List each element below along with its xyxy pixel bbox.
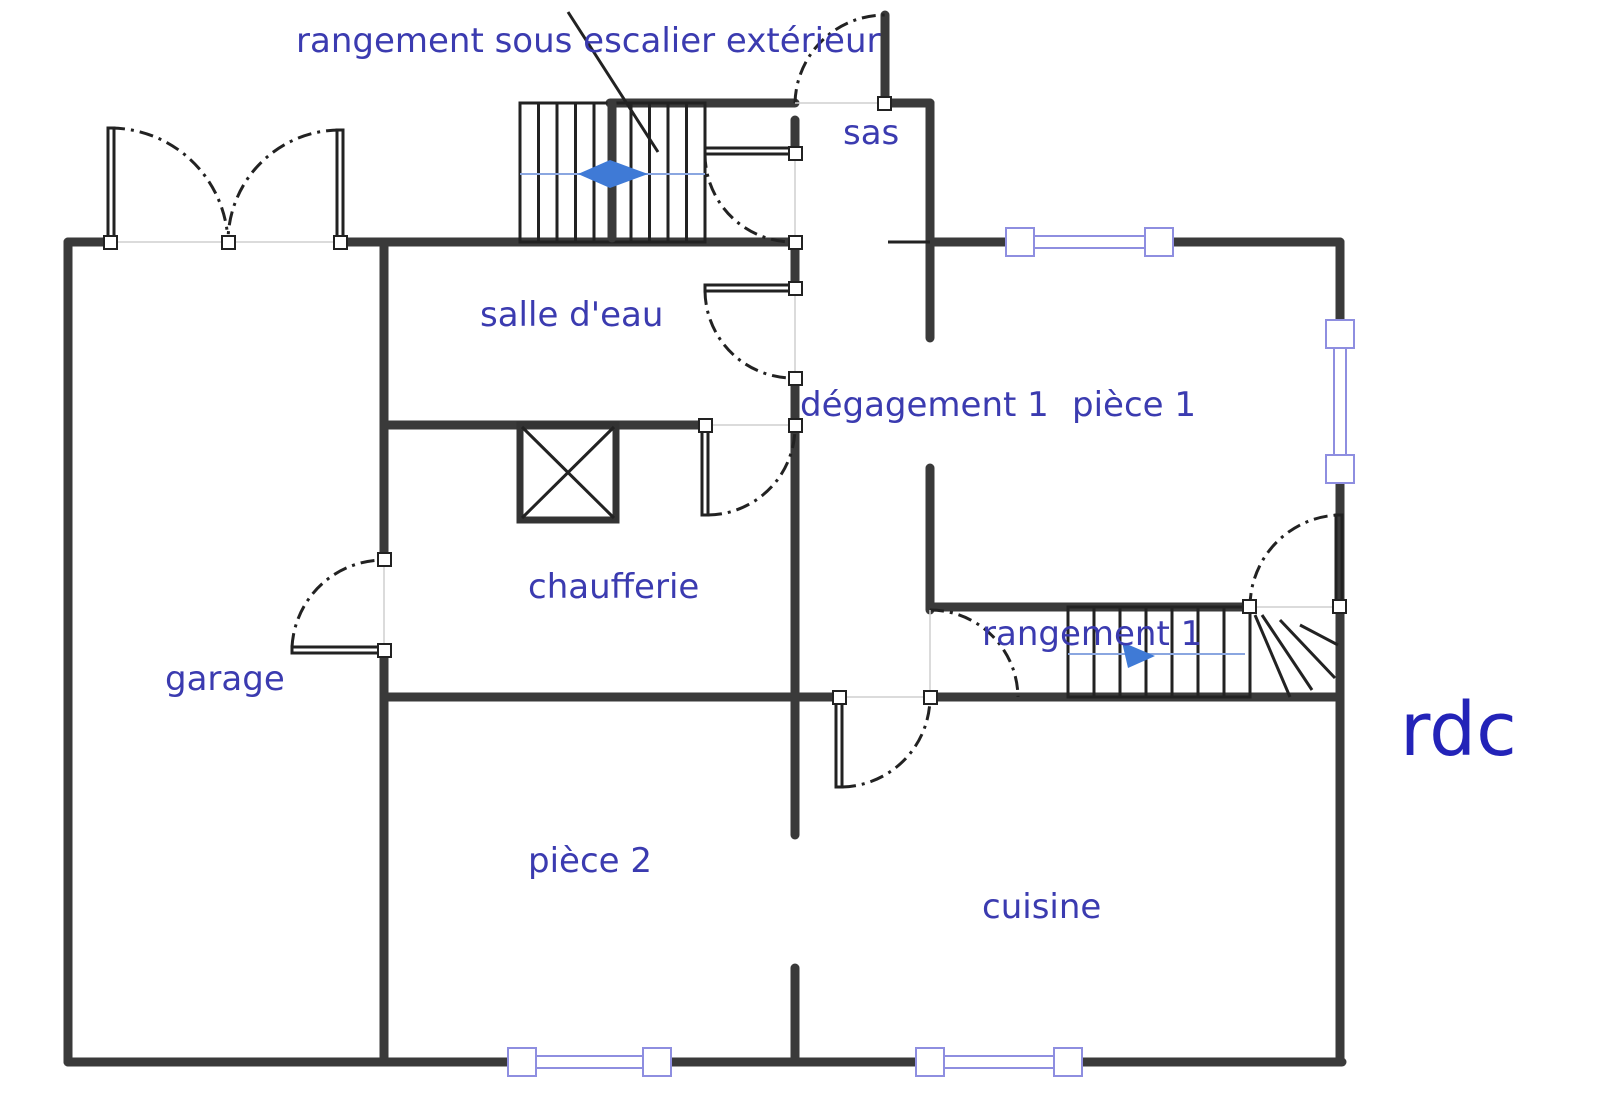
door-jambs: [103, 96, 1347, 705]
room-label-degagement: dégagement 1: [800, 385, 1049, 425]
room-label-chaufferie: chaufferie: [528, 567, 699, 607]
room-label-sas: sas: [843, 113, 899, 153]
stair-arrow-icon: [578, 160, 648, 188]
room-label-rangement-sous-escalier: rangement sous escalier extérieur: [296, 21, 881, 61]
stair-arrow-icon: [1122, 642, 1155, 668]
level-label: rdc: [1400, 687, 1517, 773]
stair-interior: [1066, 605, 1339, 699]
chimney-duct: [516, 421, 620, 524]
room-label-piece-1: pièce 1: [1072, 385, 1196, 425]
room-label-salle-eau: salle d'eau: [480, 295, 663, 335]
windows: [507, 227, 1355, 1077]
stair-exterior: [518, 98, 707, 244]
room-label-rangement-1: rangement 1: [982, 614, 1202, 654]
room-label-piece-2: pièce 2: [528, 841, 652, 881]
room-label-garage: garage: [165, 659, 285, 699]
door-leaves: [106, 11, 1344, 789]
room-labels: rangement sous escalier extérieur sas sa…: [165, 21, 1517, 927]
room-label-cuisine: cuisine: [982, 887, 1101, 927]
